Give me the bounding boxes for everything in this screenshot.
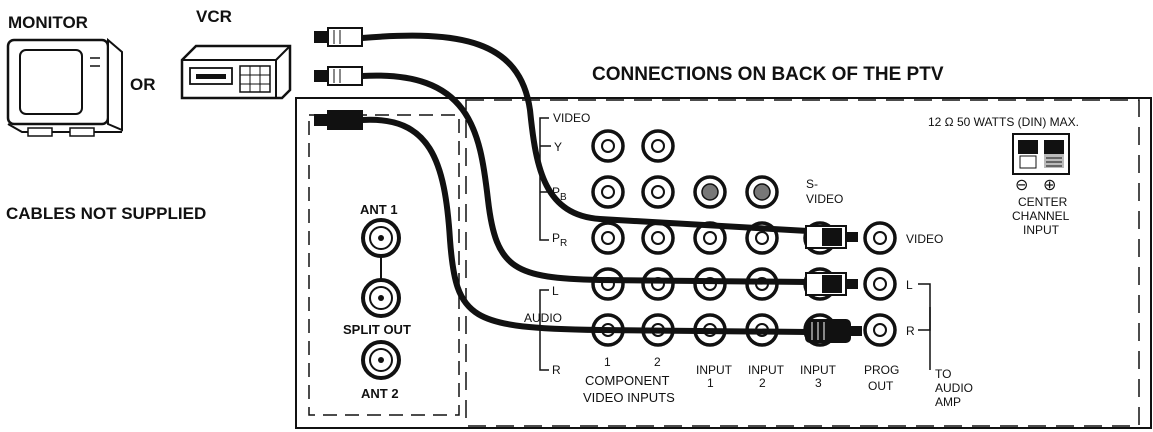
rca-plug-audio-l-vcr-end	[314, 66, 363, 86]
ant2-jack[interactable]	[361, 340, 401, 380]
ant1-label: ANT 1	[360, 202, 398, 217]
av-jack-panel	[465, 99, 1140, 427]
pr-jack-1[interactable]	[591, 221, 625, 255]
split-out-label: SPLIT OUT	[343, 322, 411, 337]
audio-r-jack-prog-out[interactable]	[863, 313, 897, 347]
pb-jack-2[interactable]	[641, 175, 675, 209]
split-out-jack[interactable]	[361, 278, 401, 318]
s-video-jack-2[interactable]	[745, 175, 779, 209]
center-channel-terminal[interactable]	[1012, 133, 1070, 175]
connections-title: CONNECTIONS ON BACK OF THE PTV	[592, 64, 944, 85]
rca-plug-audio-r-vcr-end	[314, 110, 363, 130]
rca-plug-video-panel-end	[805, 225, 858, 249]
audio-l-cable	[359, 72, 811, 285]
ptv-back-panel	[295, 97, 1152, 429]
audio-r-cable	[359, 116, 811, 335]
column-1-label: 1	[604, 355, 611, 369]
plus-icon: ⊕	[1043, 177, 1056, 194]
audio-l-label: L	[552, 284, 559, 298]
audio-r-label: R	[552, 363, 561, 377]
speaker-rating-label: 12 Ω 50 WATTS (DIN) MAX.	[928, 115, 1079, 129]
l-right-label: L	[906, 278, 913, 292]
video-cable	[359, 32, 811, 234]
column-2-label: 2	[654, 355, 661, 369]
y-jack-2[interactable]	[641, 129, 675, 163]
y-jack-1[interactable]	[591, 129, 625, 163]
y-label: Y	[554, 140, 562, 154]
pr-label: PR	[552, 231, 567, 249]
rca-plug-audio-r-panel-end	[805, 319, 862, 343]
vcr-icon	[180, 44, 292, 100]
minus-icon: ⊖	[1015, 177, 1028, 194]
antenna-panel	[308, 114, 460, 416]
video-right-label: VIDEO	[906, 232, 943, 246]
ant2-label: ANT 2	[361, 386, 399, 401]
vcr-label: VCR	[196, 7, 232, 26]
s-video-label: S-VIDEO	[806, 177, 843, 206]
audio-l-jack-1[interactable]	[591, 267, 625, 301]
pb-jack-1[interactable]	[591, 175, 625, 209]
monitor-icon	[6, 37, 123, 137]
pr-jack-2[interactable]	[641, 221, 675, 255]
pb-label: PB	[552, 185, 567, 203]
or-label: OR	[130, 75, 156, 94]
cables-not-supplied-label: CABLES NOT SUPPLIED	[6, 204, 206, 223]
rca-plug-video-vcr-end	[314, 27, 363, 47]
s-video-jack-1[interactable]	[693, 175, 727, 209]
r-right-label: R	[906, 324, 915, 338]
audio-l-jack-prog-out[interactable]	[863, 267, 897, 301]
audio-l-jack-2[interactable]	[641, 267, 675, 301]
ant1-jack[interactable]	[361, 218, 401, 258]
video-jack-prog-out[interactable]	[863, 221, 897, 255]
rca-plug-audio-l-panel-end	[805, 272, 858, 296]
video-top-label: VIDEO	[553, 111, 590, 125]
monitor-label: MONITOR	[8, 13, 88, 32]
audio-label: AUDIO	[524, 311, 562, 325]
